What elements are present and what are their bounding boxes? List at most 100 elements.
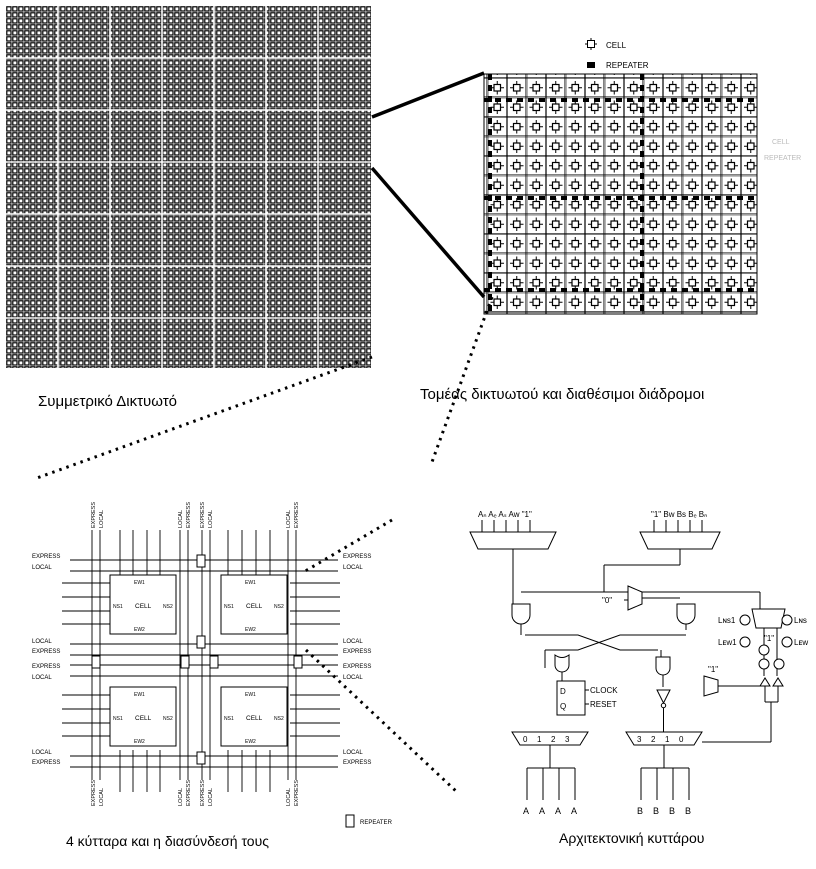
svg-text:1: 1 <box>665 735 670 744</box>
repeater-boxes <box>91 554 303 765</box>
svg-text:A: A <box>555 806 561 816</box>
svg-text:EXPRESS: EXPRESS <box>32 664 60 670</box>
caption-four-cells: 4 κύτταρα και η διασύνδεσή τους <box>66 833 269 849</box>
svg-text:LOCAL: LOCAL <box>286 788 292 806</box>
top-legend: CELL REPEATER <box>585 38 649 70</box>
xnor-1 <box>758 644 770 656</box>
svg-text:EXPRESS: EXPRESS <box>343 760 371 766</box>
ff-q: Q <box>560 702 566 711</box>
svg-text:LOCAL: LOCAL <box>178 788 184 806</box>
cell-label-tl: CELL <box>135 603 152 610</box>
repeater-legend-text: REPEATER <box>360 820 393 826</box>
cell-box-tr <box>220 574 288 635</box>
svg-text:EXPRESS: EXPRESS <box>32 554 60 560</box>
xnor-2 <box>781 614 793 626</box>
cell-legend-label: CELL <box>606 41 627 50</box>
svg-text:2: 2 <box>551 735 556 744</box>
svg-text:B: B <box>669 806 675 816</box>
and-gate-mid <box>655 656 671 676</box>
svg-text:LOCAL: LOCAL <box>286 510 292 528</box>
cell-port-labels: EW1 EW2 NS1 NS2 EW1 EW2 NS1 NS2 EW1 EW2 … <box>113 580 284 745</box>
svg-text:EW1: EW1 <box>134 580 145 586</box>
svg-text:LOCAL: LOCAL <box>99 510 105 528</box>
sector-repeater-bars <box>484 74 757 314</box>
symmetric-grid <box>6 6 371 368</box>
svg-text:EXPRESS: EXPRESS <box>186 780 192 806</box>
svg-text:LOCAL: LOCAL <box>32 639 52 645</box>
one-label-lower: "1" <box>708 665 718 674</box>
faded-repeater-text: REPEATER <box>764 155 801 162</box>
svg-text:LOCAL: LOCAL <box>343 675 363 681</box>
svg-text:EXPRESS: EXPRESS <box>294 502 300 528</box>
svg-text:LOCAL: LOCAL <box>343 565 363 571</box>
caption-symmetric-grid: Συμμετρικό Δικτυωτό <box>38 393 177 410</box>
svg-text:NS2: NS2 <box>274 716 284 722</box>
svg-text:NS1: NS1 <box>113 604 123 610</box>
svg-text:NS2: NS2 <box>163 716 173 722</box>
svg-text:EW2: EW2 <box>134 627 145 633</box>
bottom-vertical-labels: EXPRESS LOCAL LOCAL EXPRESS EXPRESS LOCA… <box>91 780 300 806</box>
and-gate-right <box>676 603 696 625</box>
svg-text:B: B <box>637 806 643 816</box>
svg-text:EXPRESS: EXPRESS <box>200 502 206 528</box>
xnor-7 <box>739 636 751 648</box>
mux-a-bottom <box>511 731 589 746</box>
buffer-right <box>772 677 784 687</box>
svg-text:EXPRESS: EXPRESS <box>343 554 371 560</box>
svg-text:A: A <box>571 806 577 816</box>
sector-body <box>483 73 758 315</box>
repeater-legend-label: REPEATER <box>606 61 649 70</box>
svg-text:EXPRESS: EXPRESS <box>32 649 60 655</box>
svg-text:LOCAL: LOCAL <box>208 788 214 806</box>
svg-text:0: 0 <box>679 735 684 744</box>
cell-label-br: CELL <box>246 715 263 722</box>
svg-text:LOCAL: LOCAL <box>99 788 105 806</box>
xnor-4 <box>758 658 770 670</box>
inverter <box>656 689 671 705</box>
lew1-label: Lᴇw1 <box>718 638 737 647</box>
svg-text:A: A <box>539 806 545 816</box>
cell-labels: CELL CELL CELL CELL <box>135 603 263 722</box>
svg-text:2: 2 <box>651 735 656 744</box>
svg-text:EXPRESS: EXPRESS <box>294 780 300 806</box>
buffer-left <box>759 677 771 687</box>
cell-legend-icon <box>585 38 597 50</box>
svg-text:EW1: EW1 <box>245 692 256 698</box>
left-labels: EXPRESS LOCAL LOCAL EXPRESS EXPRESS LOCA… <box>32 554 60 766</box>
svg-text:EW1: EW1 <box>134 692 145 698</box>
cell-label-tr: CELL <box>246 603 263 610</box>
svg-text:EW1: EW1 <box>245 580 256 586</box>
caption-cell-architecture: Αρχιτεκτονική κυττάρου <box>559 830 705 846</box>
a-inputs-label: Aₙ Aₑ Aₛ Aw "1" <box>478 510 532 519</box>
xnor-6 <box>739 614 751 626</box>
mux-b-bottom <box>625 731 703 746</box>
svg-text:A: A <box>523 806 529 816</box>
svg-text:3: 3 <box>565 735 570 744</box>
b-inputs-label: "1" Bw Bs Bₑ Bₙ <box>651 510 707 519</box>
right-labels: EXPRESS LOCAL LOCAL EXPRESS EXPRESS LOCA… <box>343 554 371 766</box>
and-gate-left <box>511 603 531 625</box>
top-vertical-labels: EXPRESS LOCAL LOCAL EXPRESS EXPRESS LOCA… <box>91 502 300 528</box>
svg-text:NS1: NS1 <box>224 604 234 610</box>
mux-b-top <box>639 531 721 550</box>
cell-boxes <box>109 574 288 747</box>
svg-text:LOCAL: LOCAL <box>32 750 52 756</box>
cell-label-bl: CELL <box>135 715 152 722</box>
flip-flop <box>556 680 586 716</box>
svg-text:EXPRESS: EXPRESS <box>32 760 60 766</box>
or-gate-left <box>554 654 570 673</box>
svg-text:LOCAL: LOCAL <box>32 675 52 681</box>
mux-lower-right <box>703 675 719 697</box>
svg-text:0: 0 <box>523 735 528 744</box>
mux-right <box>751 608 786 629</box>
svg-text:LOCAL: LOCAL <box>178 510 184 528</box>
svg-text:LOCAL: LOCAL <box>32 565 52 571</box>
svg-text:1: 1 <box>537 735 542 744</box>
reset-label: RESET <box>590 700 617 709</box>
lew-label: Lᴇw <box>794 638 808 647</box>
svg-text:EW2: EW2 <box>245 627 256 633</box>
svg-text:B: B <box>685 806 691 816</box>
svg-text:EXPRESS: EXPRESS <box>343 649 371 655</box>
xnor-5 <box>773 658 785 670</box>
svg-text:EXPRESS: EXPRESS <box>343 664 371 670</box>
